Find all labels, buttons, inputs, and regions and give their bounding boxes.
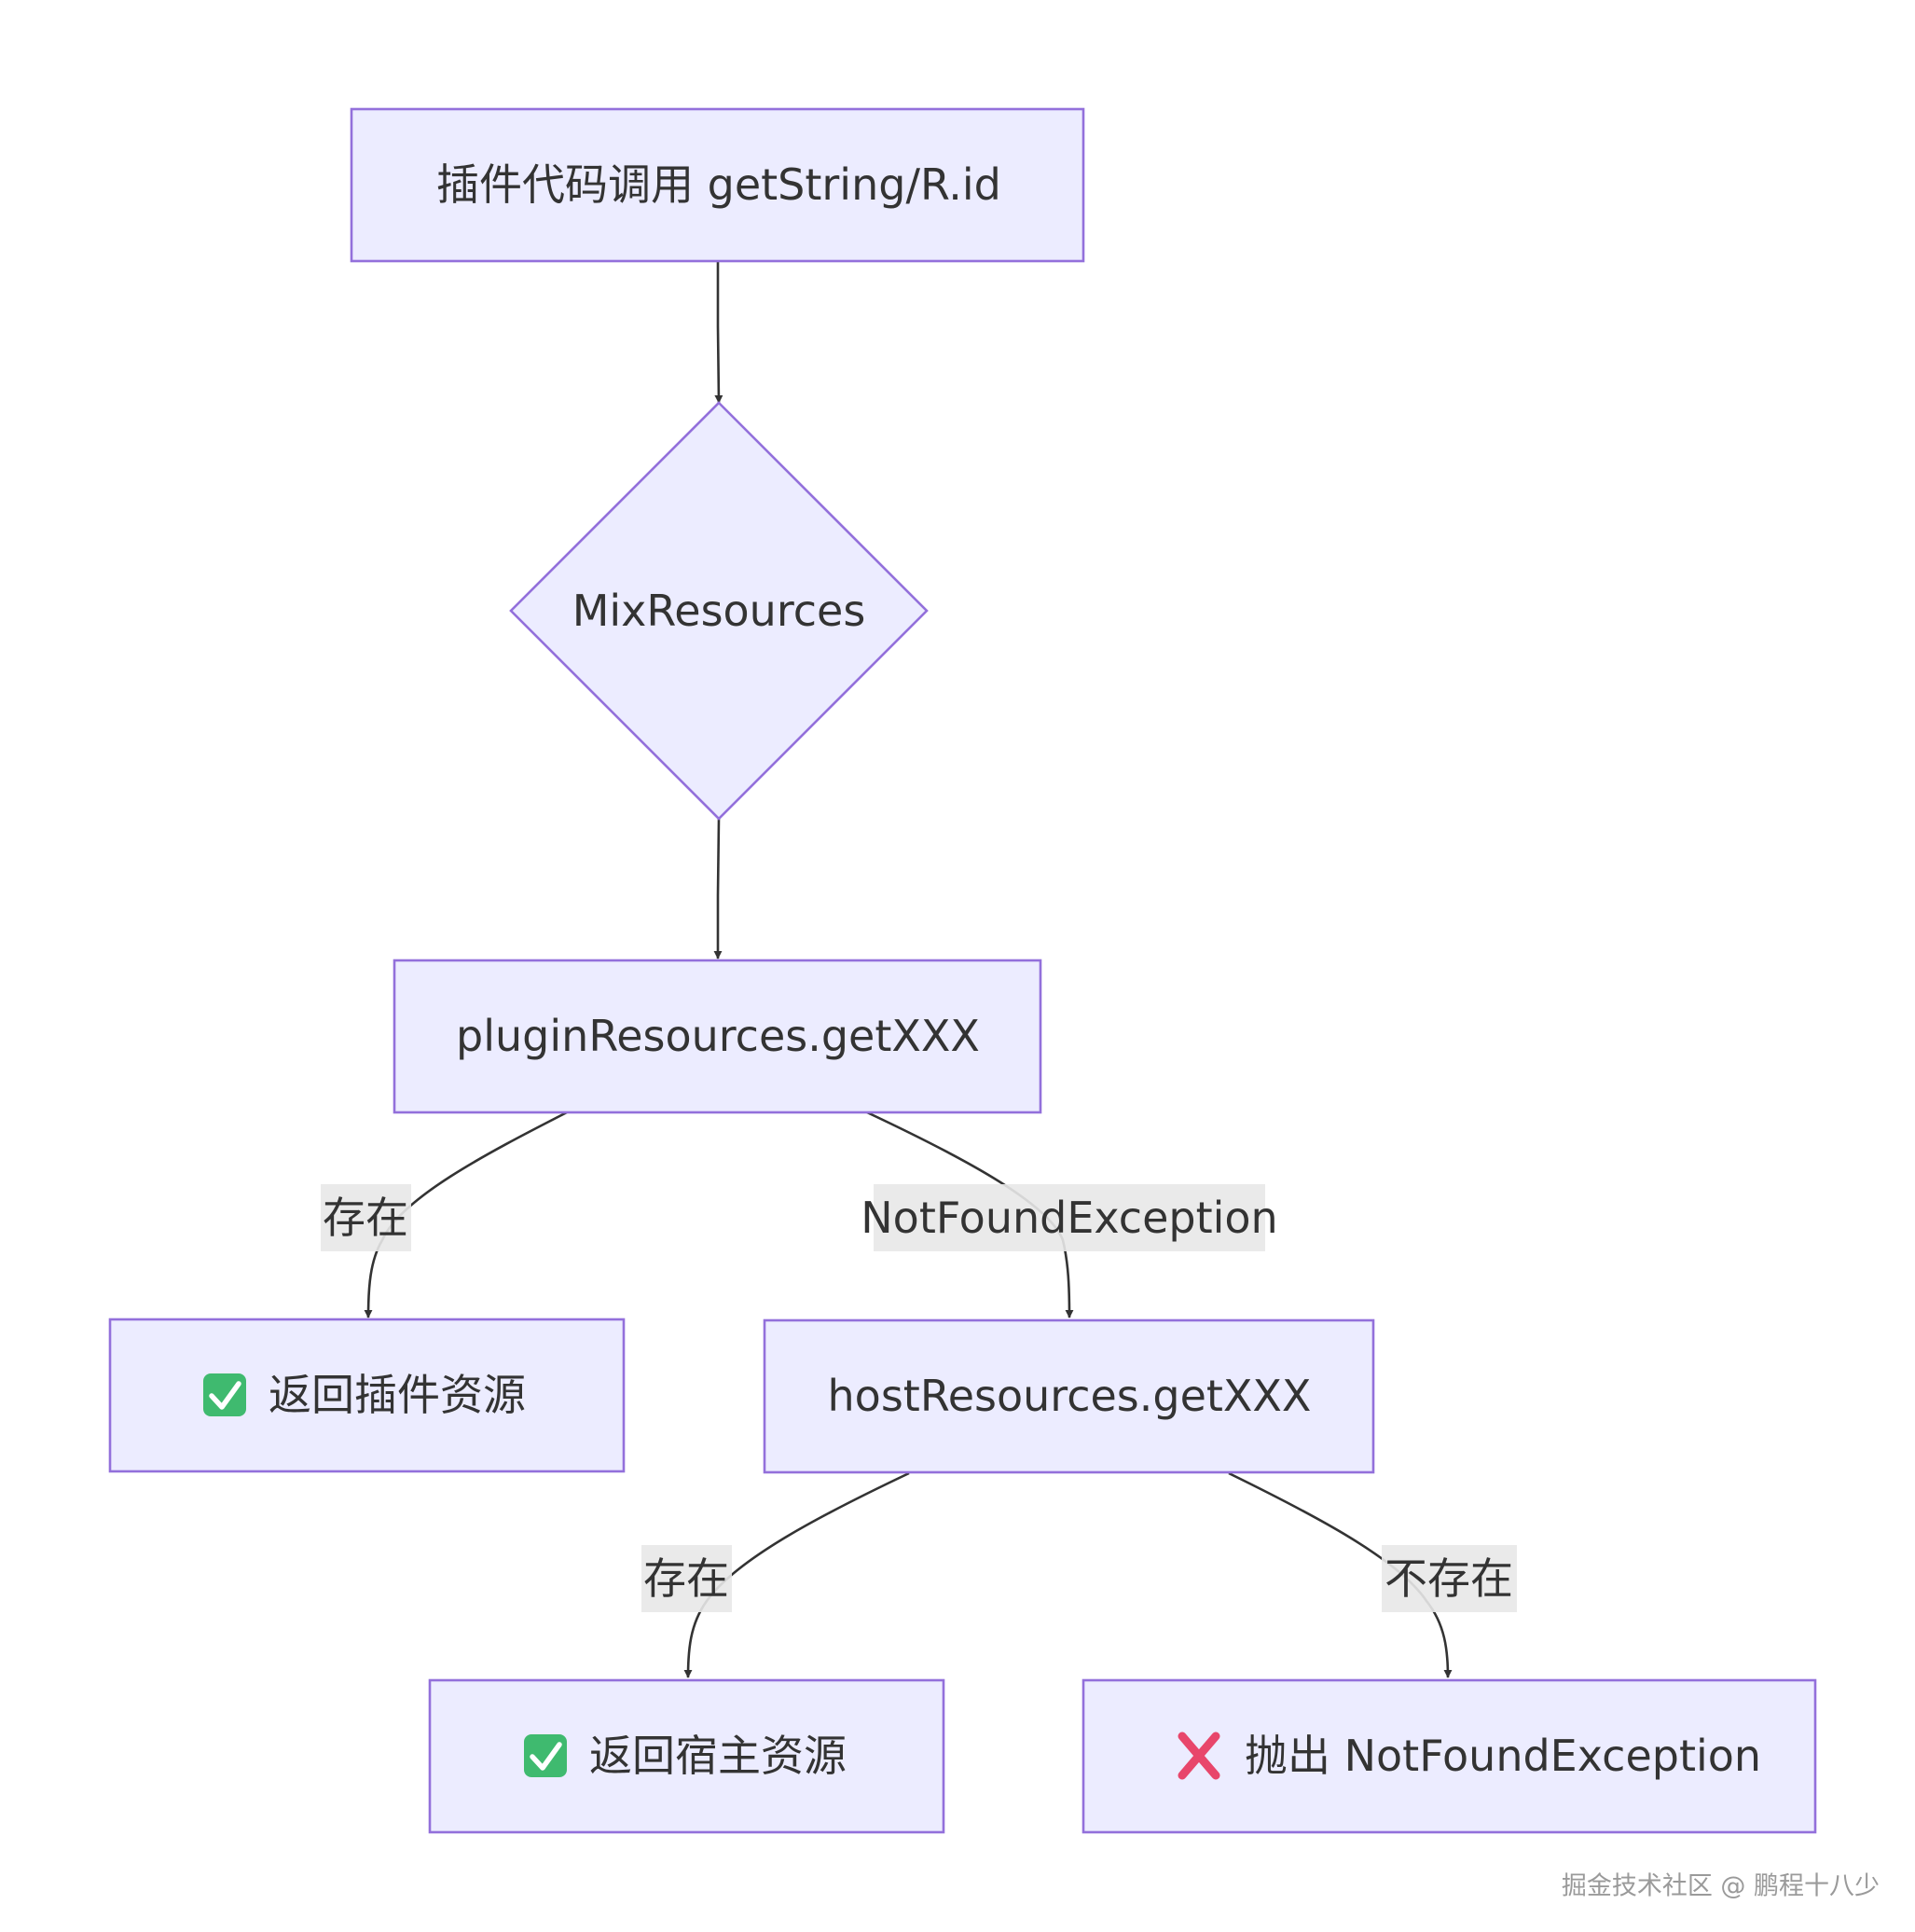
node-host-resources-label: hostResources.getXXX (828, 1371, 1312, 1421)
edge-label-host-exists-text: 存在 (643, 1553, 729, 1604)
edge-label-host-exists: 存在 (641, 1545, 732, 1612)
cross-mark-icon (1178, 1732, 1220, 1780)
node-plugin-found-label: 返回插件资源 (269, 1370, 526, 1420)
node-start: 插件代码调用 getString/R.id (350, 107, 1085, 263)
watermark: 掘金技术社区 @ 鹏程十八少 (1562, 1872, 1880, 1901)
node-host-found: 返回宿主资源 (428, 1678, 945, 1834)
node-decision: MixResources (509, 401, 929, 821)
edge-label-plugin-not-found-text: NotFoundException (861, 1193, 1277, 1243)
edge-start-to-decision (714, 261, 723, 404)
node-plugin-resources: pluginResources.getXXX (393, 959, 1042, 1114)
edge-label-plugin-exists: 存在 (321, 1184, 411, 1251)
node-plugin-found: 返回插件资源 (108, 1318, 626, 1473)
node-throw-exception: 抛出 NotFoundException (1081, 1678, 1817, 1834)
node-host-found-label: 返回宿主资源 (589, 1731, 847, 1781)
edge-label-host-not-exists-text: 不存在 (1385, 1553, 1513, 1604)
node-throw-exception-label: 抛出 NotFoundException (1245, 1731, 1761, 1781)
check-mark-icon (524, 1734, 567, 1777)
edge-label-host-not-exists: 不存在 (1382, 1545, 1517, 1612)
edge-decision-to-plugin (713, 818, 723, 959)
edge-label-plugin-not-found: NotFoundException (861, 1184, 1278, 1251)
check-mark-icon (203, 1373, 246, 1416)
node-plugin-resources-label: pluginResources.getXXX (456, 1011, 980, 1061)
node-decision-label: MixResources (572, 586, 866, 636)
node-host-resources: hostResources.getXXX (763, 1318, 1375, 1474)
node-start-label: 插件代码调用 getString/R.id (436, 159, 1001, 210)
edge-label-plugin-exists-text: 存在 (323, 1193, 408, 1243)
